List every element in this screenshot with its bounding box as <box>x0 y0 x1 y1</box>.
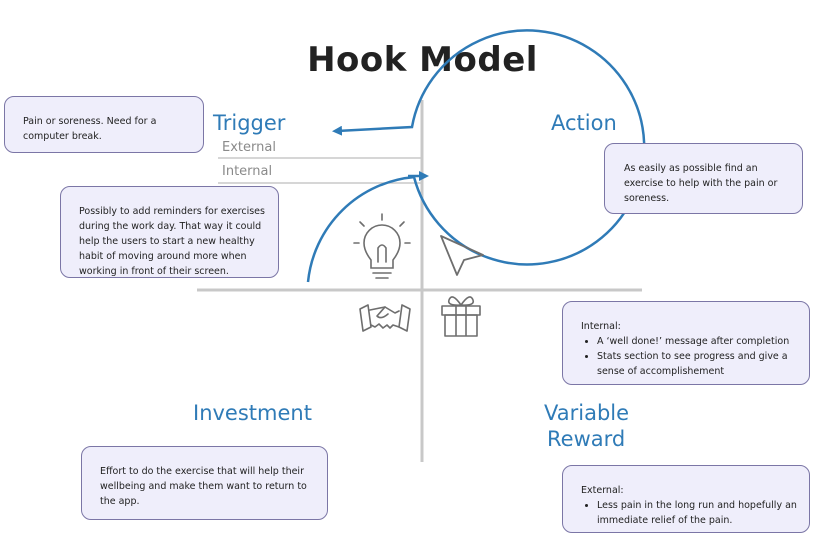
cycle-arrow <box>332 29 646 266</box>
note-trigger-external: Pain or soreness. Need for a computer br… <box>4 96 204 153</box>
page-title: Hook Model <box>307 40 538 80</box>
note-list: A ‘well done!’ message after completion … <box>581 334 803 379</box>
cycle-arrow-inner <box>306 175 416 283</box>
note-text: Effort to do the exercise that will help… <box>100 466 307 507</box>
note-list-item: Stats section to see progress and give a… <box>597 349 803 379</box>
trigger-external-label: External <box>222 140 276 155</box>
note-text: Possibly to add reminders for exercises … <box>79 206 265 277</box>
gift-icon <box>441 296 481 337</box>
note-heading: Internal: <box>581 321 621 332</box>
note-heading: External: <box>581 485 624 496</box>
note-reward-external: External: Less pain in the long run and … <box>562 465 810 533</box>
phase-investment-label: Investment <box>193 401 312 425</box>
handshake-icon <box>359 304 411 332</box>
phase-reward-label-line2: Reward <box>547 427 626 451</box>
phase-action-label: Action <box>551 111 617 135</box>
note-trigger-internal: Possibly to add reminders for exercises … <box>60 186 279 278</box>
lightbulb-icon <box>353 213 411 279</box>
note-list-item: Less pain in the long run and hopefully … <box>597 498 799 528</box>
note-list-item: A ‘well done!’ message after completion <box>597 334 803 349</box>
note-list: Less pain in the long run and hopefully … <box>581 498 799 528</box>
cursor-arrow-icon <box>440 235 484 276</box>
note-investment: Effort to do the exercise that will help… <box>81 446 328 520</box>
phase-trigger-label: Trigger <box>213 111 286 135</box>
phase-reward-label-line1: Variable <box>544 401 630 425</box>
note-action: As easily as possible find an exercise t… <box>604 143 803 214</box>
trigger-internal-label: Internal <box>222 164 273 179</box>
note-text: Pain or soreness. Need for a computer br… <box>23 116 157 142</box>
note-text: As easily as possible find an exercise t… <box>624 163 778 204</box>
note-reward-internal: Internal: A ‘well done!’ message after c… <box>562 301 810 385</box>
